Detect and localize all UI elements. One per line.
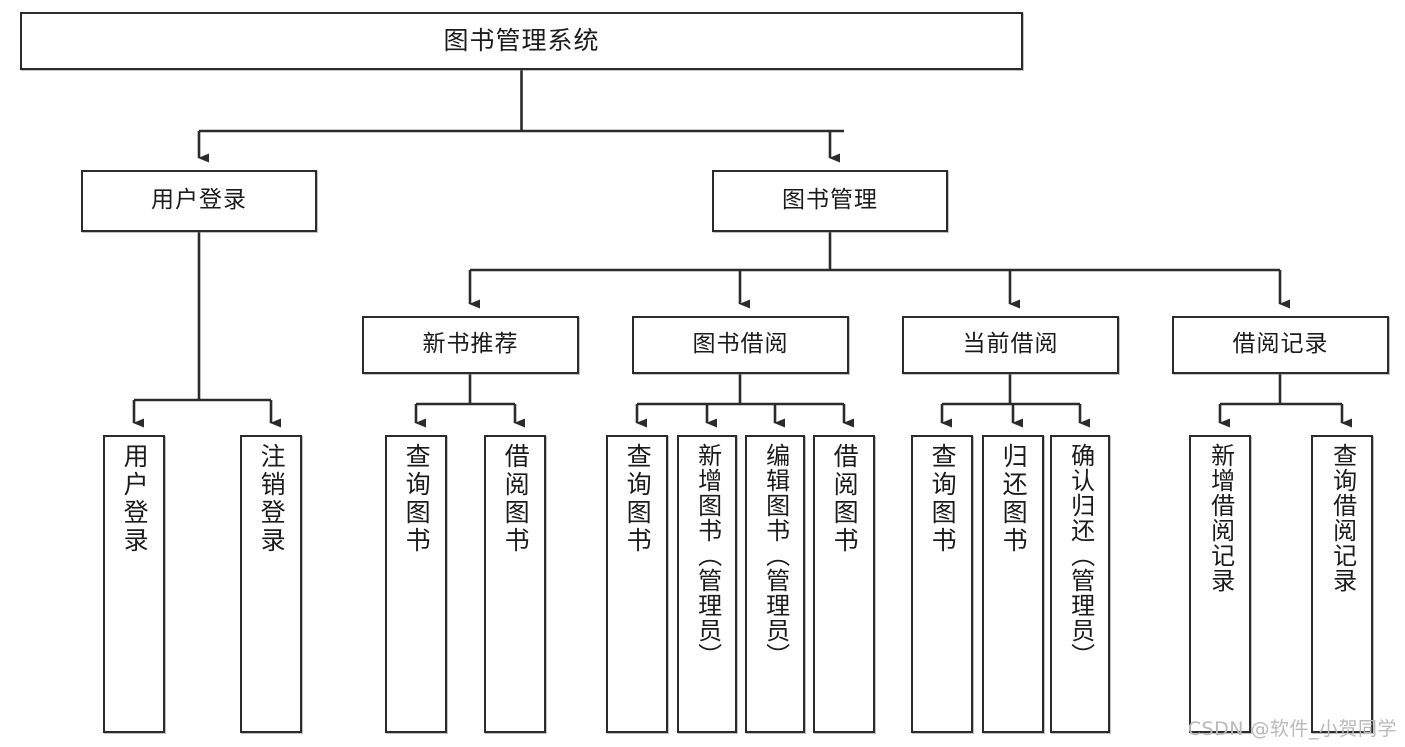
node-label: 确认归还（管理员） xyxy=(1066,443,1095,668)
node-user-login[interactable]: 用户登录 xyxy=(81,170,317,232)
node-label: 查询借阅记录 xyxy=(1328,443,1357,593)
csdn-watermark: CSDN @软件_小贺同学 xyxy=(1187,718,1397,740)
node-label: 查询图书 xyxy=(623,443,653,555)
node-label: 查询图书 xyxy=(928,443,958,555)
node-label: 注销登录 xyxy=(257,443,287,555)
node-label: 借阅图书 xyxy=(830,443,860,555)
node-label: 查询图书 xyxy=(402,443,432,555)
leaf-node-edit-book-admin[interactable]: 编辑图书（管理员） xyxy=(745,435,805,733)
node-label: 用户登录 xyxy=(120,443,150,555)
leaf-node-query-book-current[interactable]: 查询图书 xyxy=(911,435,973,733)
leaf-node-user-login[interactable]: 用户登录 xyxy=(103,435,165,733)
node-label: 图书借阅 xyxy=(692,331,789,358)
node-label: 用户登录 xyxy=(151,187,247,214)
node-label: 借阅记录 xyxy=(1232,331,1329,358)
leaf-node-borrow-book-recommend[interactable]: 借阅图书 xyxy=(484,435,546,733)
node-book-borrow[interactable]: 图书借阅 xyxy=(632,316,849,374)
node-label: 新书推荐 xyxy=(422,331,519,358)
node-label: 当前借阅 xyxy=(962,331,1059,358)
leaf-node-logout[interactable]: 注销登录 xyxy=(240,435,302,733)
leaf-node-add-book-admin[interactable]: 新增图书（管理员） xyxy=(677,435,737,733)
leaf-node-add-borrow-record[interactable]: 新增借阅记录 xyxy=(1189,435,1251,733)
node-current-borrow[interactable]: 当前借阅 xyxy=(902,316,1119,374)
leaf-node-query-borrow-record[interactable]: 查询借阅记录 xyxy=(1311,435,1373,733)
node-label: 归还图书 xyxy=(999,443,1029,555)
node-book-management-system[interactable]: 图书管理系统 xyxy=(20,12,1023,70)
node-label: 新增借阅记录 xyxy=(1206,443,1235,593)
node-label: 图书管理 xyxy=(782,187,878,214)
node-label: 图书管理系统 xyxy=(443,26,600,56)
node-new-book-recommend[interactable]: 新书推荐 xyxy=(362,316,579,374)
leaf-node-return-book[interactable]: 归还图书 xyxy=(982,435,1044,733)
node-book-management[interactable]: 图书管理 xyxy=(712,170,948,232)
leaf-node-borrow-book-borrow[interactable]: 借阅图书 xyxy=(813,435,875,733)
node-label: 借阅图书 xyxy=(501,443,531,555)
node-label: 新增图书（管理员） xyxy=(693,443,722,668)
leaf-node-confirm-return-admin[interactable]: 确认归还（管理员） xyxy=(1050,435,1110,733)
node-borrow-record[interactable]: 借阅记录 xyxy=(1172,316,1389,374)
leaf-node-query-book-recommend[interactable]: 查询图书 xyxy=(385,435,447,733)
leaf-node-query-book-borrow[interactable]: 查询图书 xyxy=(606,435,668,733)
node-label: 编辑图书（管理员） xyxy=(761,443,790,668)
